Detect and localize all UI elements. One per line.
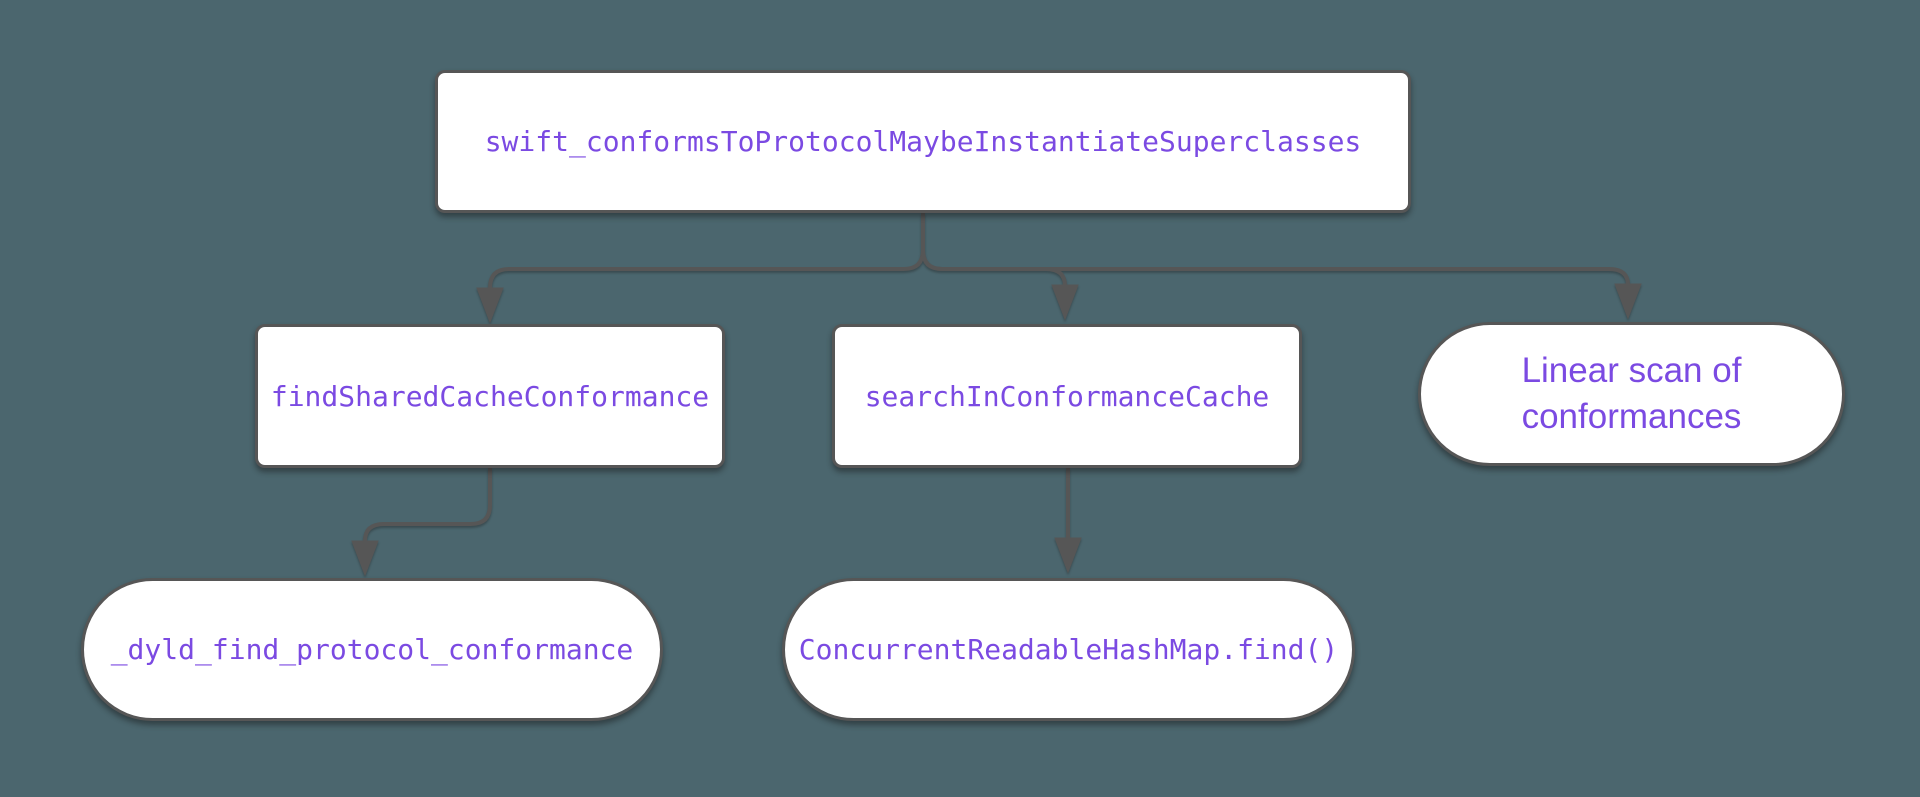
edge-search-cache-to-hashmap-find — [1054, 468, 1082, 574]
edge-root-to-linear-scan — [921, 213, 1642, 320]
node-dyld-find-protocol-conformance: _dyld_find_protocol_conformance — [81, 578, 663, 721]
node-label: ConcurrentReadableHashMap.find() — [798, 633, 1339, 666]
edge-root-to-search-in-conformance-cache — [921, 213, 1079, 321]
node-label: findSharedCacheConformance — [270, 379, 710, 413]
arrowhead-icon — [1614, 283, 1642, 320]
node-label: swift_conformsToProtocolMaybeInstantiate… — [484, 125, 1362, 158]
arrowhead-icon — [1051, 284, 1079, 321]
node-search-in-conformance-cache: searchInConformanceCache — [832, 324, 1302, 468]
node-label: searchInConformanceCache — [864, 379, 1270, 413]
node-find-shared-cache-conformance: findSharedCacheConformance — [255, 324, 725, 468]
edge-find-shared-cache-to-dyld-find — [351, 468, 492, 577]
node-concurrent-readable-hashmap-find: ConcurrentReadableHashMap.find() — [782, 578, 1355, 721]
node-label: Linear scan of conformances — [1521, 350, 1742, 436]
edge-root-to-find-shared-cache — [476, 213, 925, 324]
node-swift-conforms-to-protocol: swift_conformsToProtocolMaybeInstantiate… — [435, 70, 1411, 213]
node-label: _dyld_find_protocol_conformance — [110, 633, 634, 666]
arrowhead-icon — [476, 287, 504, 324]
arrowhead-icon — [1054, 537, 1082, 574]
arrowhead-icon — [351, 540, 379, 577]
node-linear-scan-of-conformances: Linear scan of conformances — [1418, 322, 1845, 466]
